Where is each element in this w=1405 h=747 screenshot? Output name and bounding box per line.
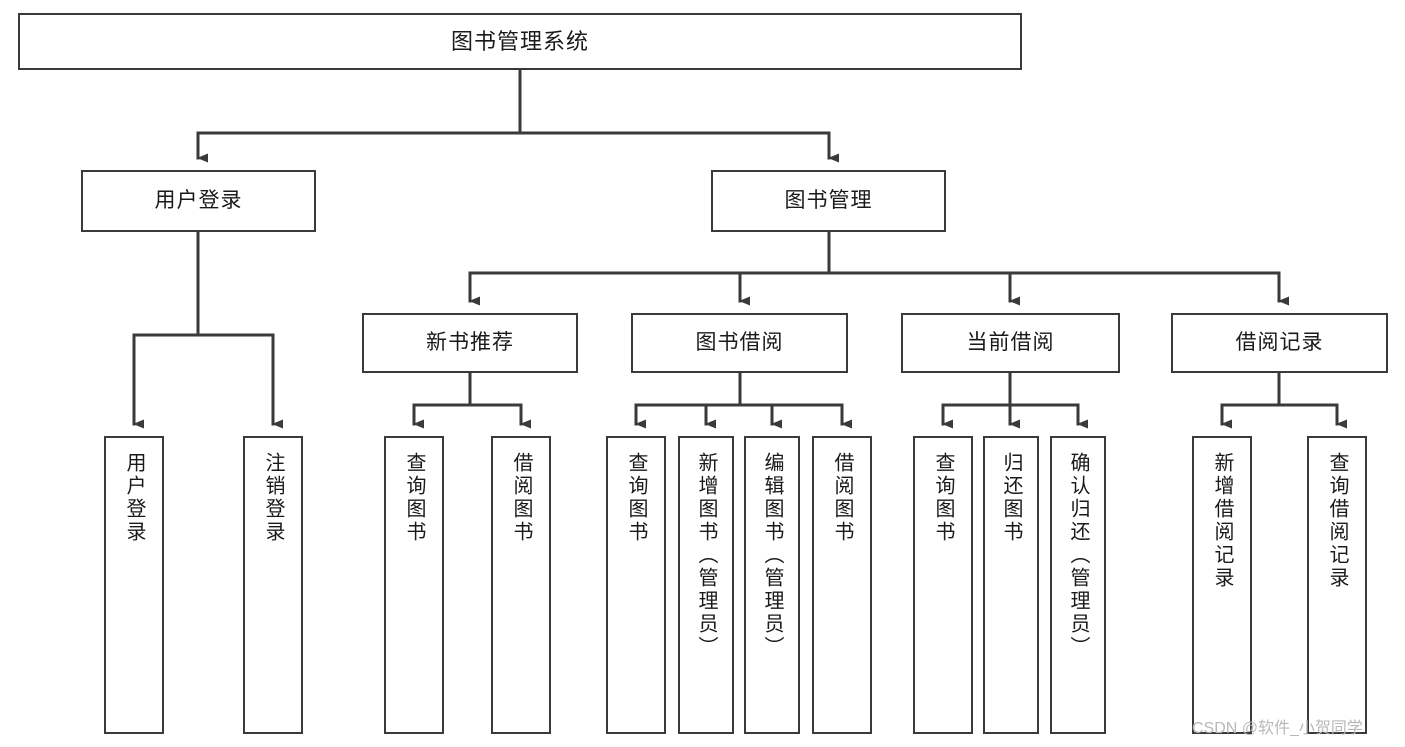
node-leaf-query-book-2[interactable]: 查询图书 <box>606 436 666 734</box>
node-label: 查询图书 <box>932 452 954 544</box>
node-label: 查询借阅记录 <box>1326 452 1348 590</box>
node-leaf-add-borrow-record[interactable]: 新增借阅记录 <box>1192 436 1252 734</box>
node-label: 新书推荐 <box>426 330 514 354</box>
node-user-login[interactable]: 用户登录 <box>81 170 316 232</box>
node-label: 新增图书（管理员） <box>695 452 717 659</box>
node-book-borrow[interactable]: 图书借阅 <box>631 313 848 373</box>
node-label: 图书管理系统 <box>450 28 589 54</box>
node-leaf-query-book-3[interactable]: 查询图书 <box>913 436 973 734</box>
node-book-management[interactable]: 图书管理 <box>711 170 946 232</box>
node-label: 图书借阅 <box>695 330 784 354</box>
node-label: 图书管理 <box>784 188 873 212</box>
node-leaf-edit-book[interactable]: 编辑图书（管理员） <box>744 436 800 734</box>
node-leaf-add-book[interactable]: 新增图书（管理员） <box>678 436 734 734</box>
node-label: 注销登录 <box>262 452 284 544</box>
node-current-borrow[interactable]: 当前借阅 <box>901 313 1120 373</box>
node-leaf-logout-login[interactable]: 注销登录 <box>243 436 303 734</box>
node-leaf-query-book-1[interactable]: 查询图书 <box>384 436 444 734</box>
node-root-system[interactable]: 图书管理系统 <box>18 13 1022 70</box>
node-label: 借阅记录 <box>1235 330 1324 354</box>
node-label: 归还图书 <box>1000 452 1022 544</box>
node-label: 用户登录 <box>154 188 243 212</box>
node-label: 查询图书 <box>625 452 647 544</box>
node-leaf-borrow-book-1[interactable]: 借阅图书 <box>491 436 551 734</box>
node-new-book-recommend[interactable]: 新书推荐 <box>362 313 578 373</box>
node-label: 查询图书 <box>403 452 425 544</box>
node-borrow-record[interactable]: 借阅记录 <box>1171 313 1388 373</box>
node-label: 当前借阅 <box>966 330 1055 354</box>
node-label: 借阅图书 <box>831 452 853 544</box>
node-label: 编辑图书（管理员） <box>761 452 783 659</box>
node-label: 确认归还（管理员） <box>1067 452 1089 659</box>
node-leaf-confirm-return[interactable]: 确认归还（管理员） <box>1050 436 1106 734</box>
node-leaf-query-borrow-record[interactable]: 查询借阅记录 <box>1307 436 1367 734</box>
node-label: 借阅图书 <box>510 452 532 544</box>
node-leaf-borrow-book-2[interactable]: 借阅图书 <box>812 436 872 734</box>
node-label: 用户登录 <box>123 452 145 544</box>
node-leaf-return-book[interactable]: 归还图书 <box>983 436 1039 734</box>
watermark-label: CSDN @软件_小贺同学 <box>1192 720 1363 737</box>
node-leaf-user-login[interactable]: 用户登录 <box>104 436 164 734</box>
node-label: 新增借阅记录 <box>1211 452 1233 590</box>
